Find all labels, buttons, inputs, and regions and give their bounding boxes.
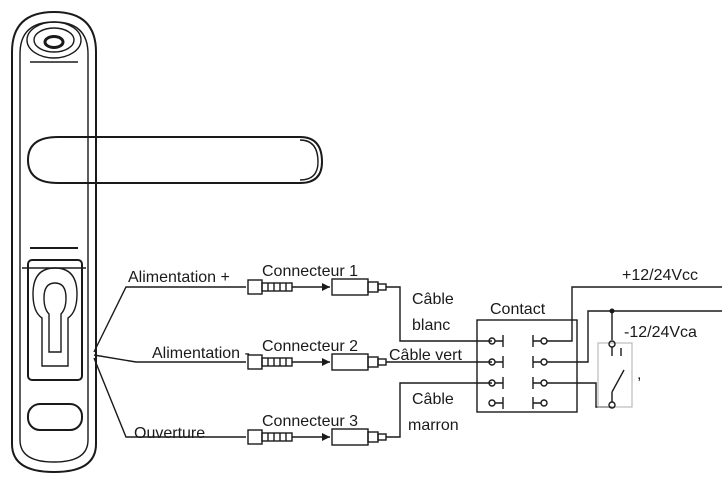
wire-fanout	[93, 286, 246, 438]
handle-lever	[26, 136, 324, 184]
label-cable-vert: Câble vert	[389, 347, 462, 364]
release-slot	[27, 403, 83, 431]
label-cable-blanc-line1: Câble	[412, 291, 454, 308]
supply-wiring	[547, 286, 722, 408]
connector-3	[247, 428, 387, 446]
cables-to-contact	[386, 286, 492, 438]
connector-2	[247, 353, 387, 371]
contact-block	[476, 319, 578, 413]
label-cable-blanc-line2: blanc	[412, 317, 450, 334]
external-switch	[597, 340, 633, 409]
label-connecteur-3: Connecteur 3	[262, 413, 358, 430]
connector-1	[247, 278, 387, 296]
label-voltage-plus: +12/24Vcc	[622, 267, 698, 284]
label-connecteur-1: Connecteur 1	[262, 263, 358, 280]
door-handle-plate	[11, 10, 97, 474]
label-connecteur-2: Connecteur 2	[262, 338, 358, 355]
label-alimentation-minus: Alimentation -	[152, 345, 250, 362]
label-contact: Contact	[490, 301, 546, 318]
contact-switches	[495, 335, 541, 409]
label-cable-marron-line2: marron	[408, 417, 459, 434]
contact-terminals	[488, 337, 548, 407]
label-cable-marron-line1: Câble	[412, 391, 454, 408]
label-alimentation-plus: Alimentation +	[128, 269, 230, 286]
label-ouverture: Ouverture	[134, 425, 205, 442]
cylinder-lock	[27, 259, 83, 381]
label-comma: ,	[637, 366, 641, 383]
label-voltage-minus: -12/24Vca	[624, 324, 697, 341]
fingerprint-reader-icon	[26, 21, 82, 59]
